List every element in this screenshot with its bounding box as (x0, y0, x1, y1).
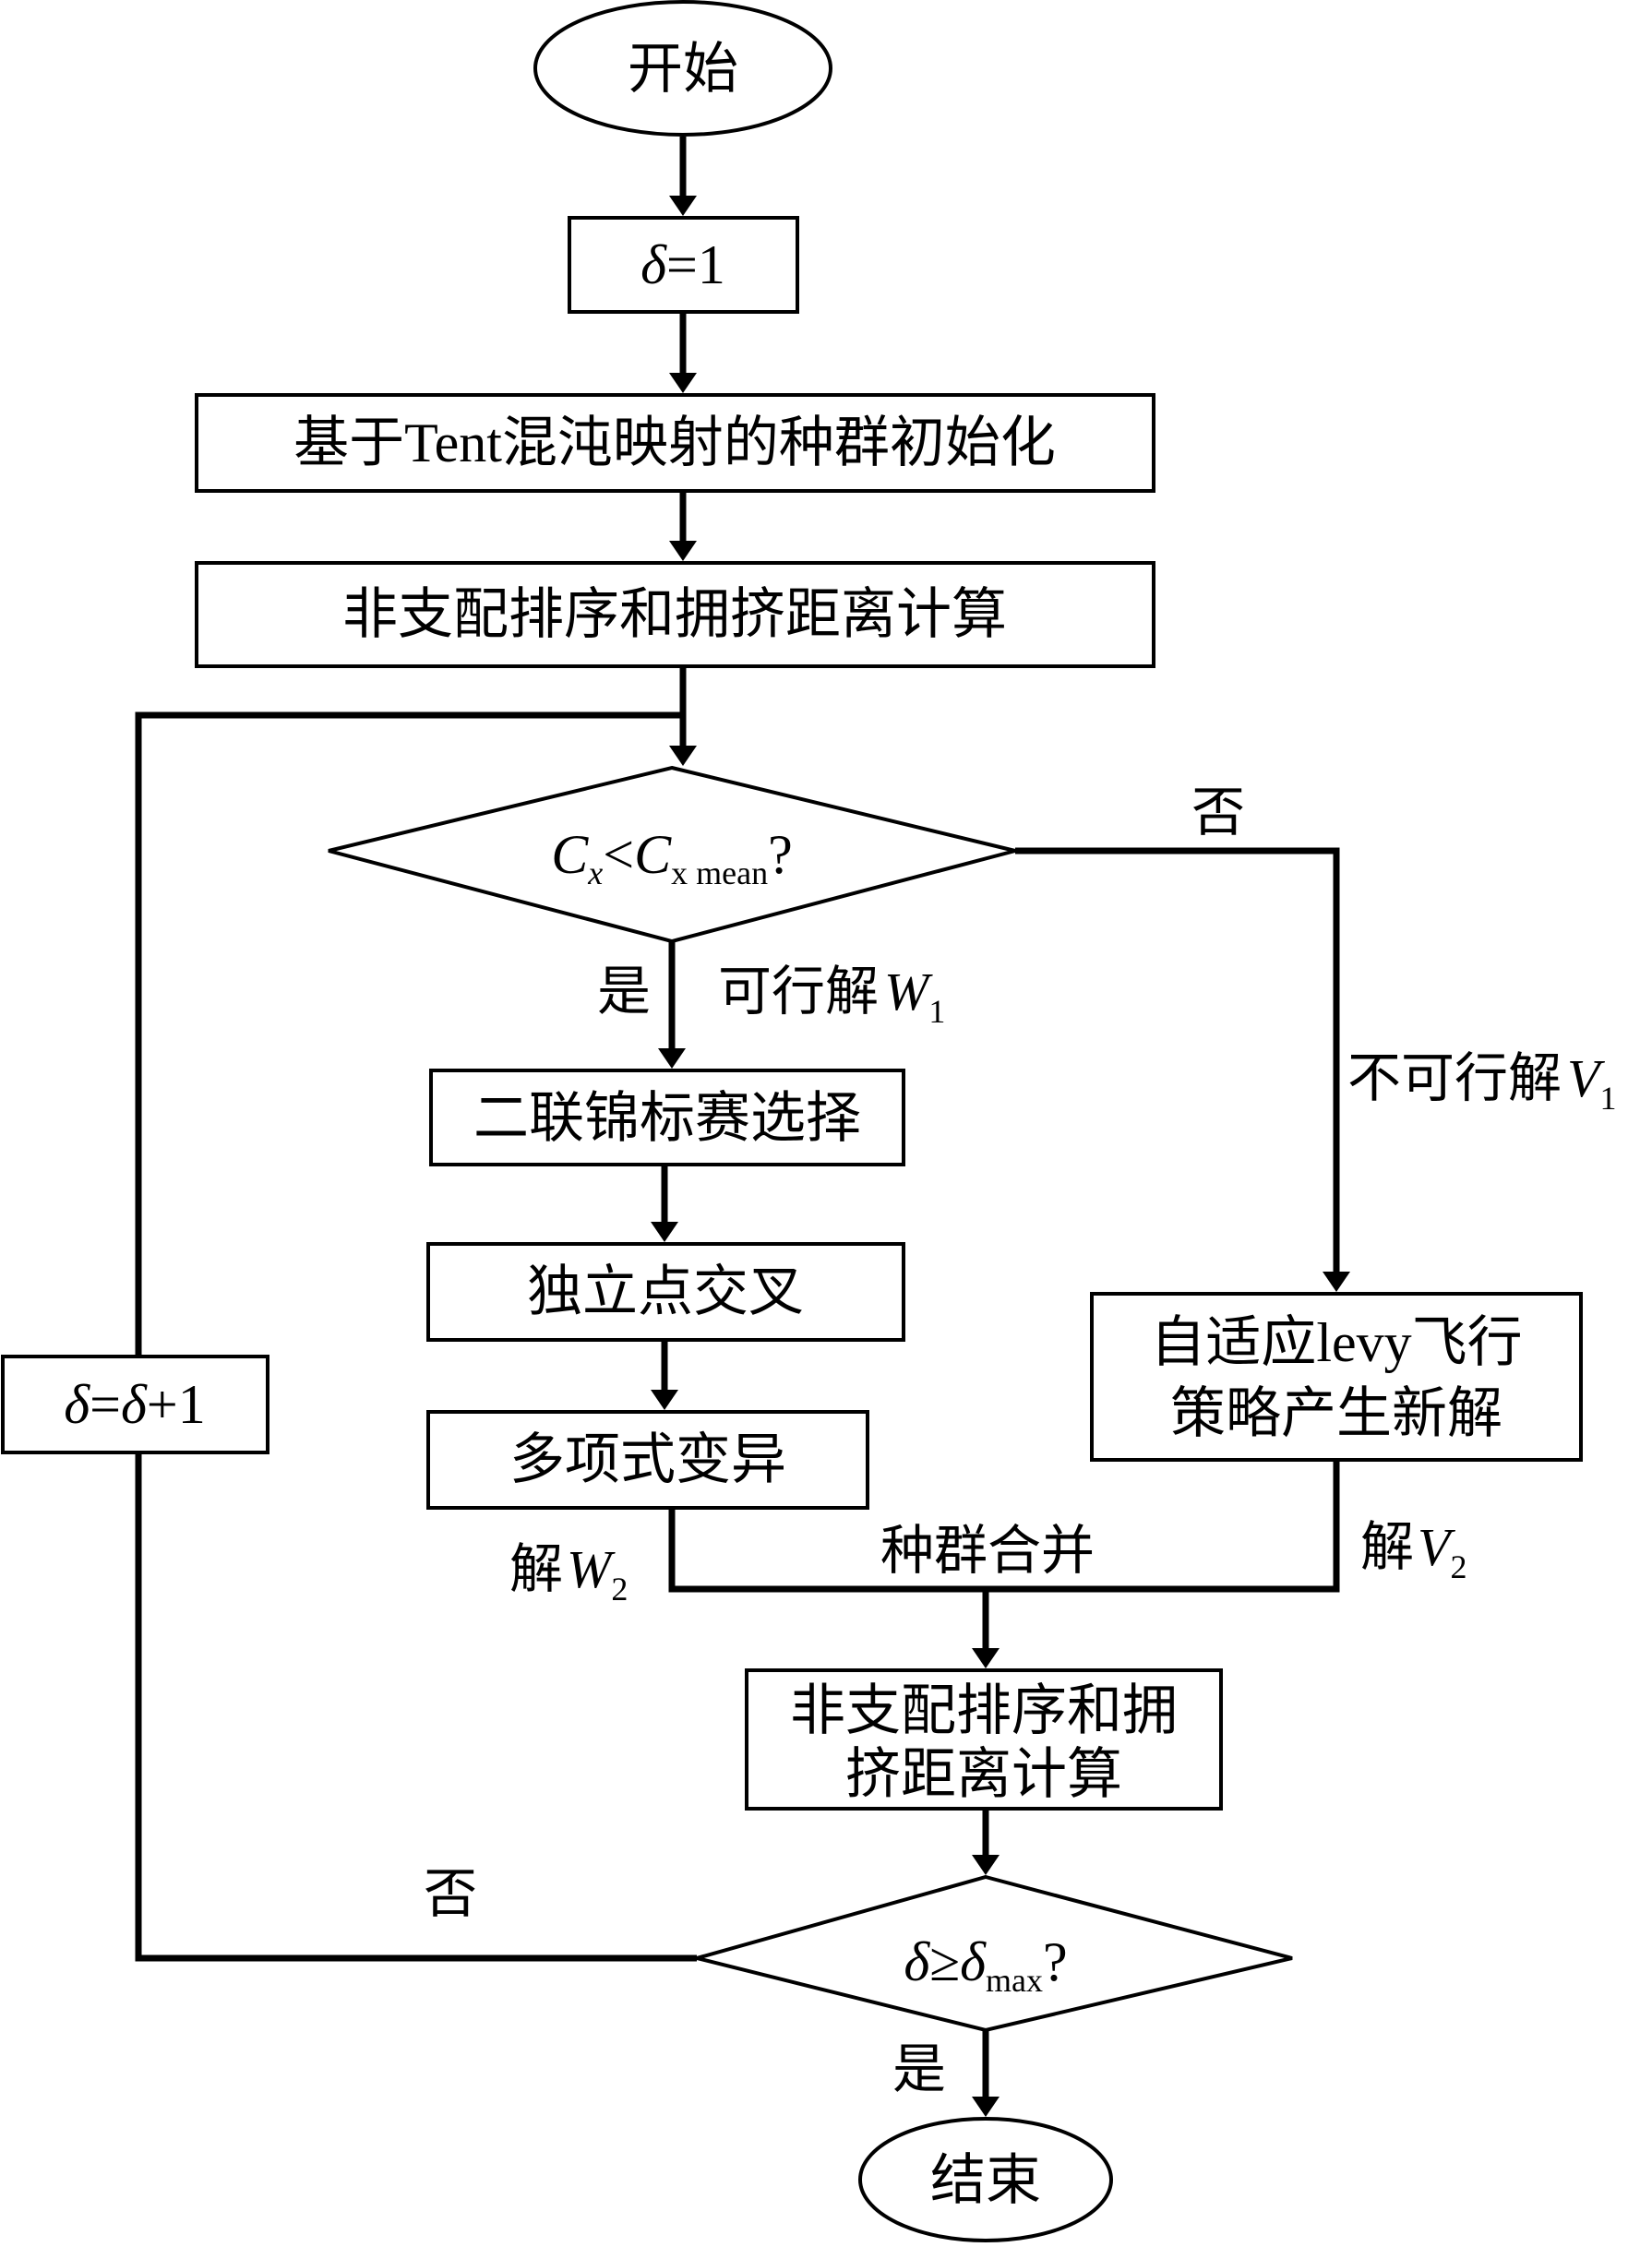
arrowhead (651, 1222, 678, 1242)
levy-node: 自适应levy飞行 策略产生新解 (1090, 1292, 1583, 1462)
arrowhead (972, 1855, 1000, 1875)
init-population-node: 基于Tent混沌映射的种群初始化 (195, 393, 1155, 493)
arrowhead (658, 1048, 686, 1069)
start-node: 开始 (533, 0, 832, 137)
arrowhead (669, 541, 697, 561)
arrowhead (669, 373, 697, 393)
levy-label-2: 策略产生新解 (1170, 1383, 1502, 1444)
init-delta-node: δ=1 (568, 216, 799, 314)
increment-label: δ=δ+1 (64, 1374, 205, 1435)
init-population-label: 基于Tent混沌映射的种群初始化 (293, 412, 1056, 473)
decision-node-1: Cx<Cx mean? (328, 765, 1016, 944)
edge-label-yes-bottom: 是 (892, 2039, 946, 2099)
mutation-node: 多项式变异 (426, 1410, 869, 1510)
arrowhead (669, 196, 697, 216)
edge-label-no-top: 否 (1191, 783, 1245, 843)
crossover-label: 独立点交叉 (527, 1261, 804, 1322)
init-delta-label: δ=1 (640, 234, 725, 295)
tournament-node: 二联锦标赛选择 (429, 1069, 905, 1166)
sort-node-1: 非支配排序和拥挤距离计算 (195, 561, 1155, 668)
edge-merge (668, 1460, 1340, 1593)
end-label: 结束 (930, 2150, 1041, 2211)
crossover-node: 独立点交叉 (426, 1242, 905, 1342)
edge-loop-back (135, 711, 697, 1962)
arrowhead (669, 746, 697, 766)
decision-label-1: Cx<Cx mean? (551, 824, 793, 891)
edge-label-no-bottom: 否 (424, 1864, 477, 1924)
edge-label-w2: 解W2 (509, 1539, 628, 1608)
tournament-label: 二联锦标赛选择 (473, 1088, 861, 1149)
edge-label-yes-top: 是 (597, 962, 651, 1022)
mutation-label: 多项式变异 (509, 1429, 786, 1490)
arrowhead (972, 2097, 1000, 2117)
edge-decision-no (1015, 847, 1340, 1281)
start-label: 开始 (628, 39, 738, 100)
sort-label-2b: 挤距离计算 (845, 1744, 1122, 1805)
arrowhead (972, 1648, 1000, 1668)
decision-node-2: δ≥δmax? (689, 1874, 1293, 2033)
sort-label-1: 非支配排序和拥挤距离计算 (342, 584, 1007, 645)
edge-label-v2: 解V2 (1360, 1517, 1466, 1585)
levy-label-1: 自适应levy飞行 (1150, 1312, 1522, 1373)
edge-label-merge: 种群合并 (880, 1521, 1095, 1581)
decision-label-2: δ≥δmax? (904, 1931, 1067, 1999)
sort-node-2: 非支配排序和拥 挤距离计算 (745, 1668, 1223, 1811)
arrowhead (1323, 1272, 1350, 1292)
connectors (135, 137, 1350, 2117)
end-node: 结束 (858, 2117, 1113, 2242)
sort-label-2a: 非支配排序和拥 (790, 1680, 1178, 1741)
arrowhead (651, 1390, 678, 1410)
increment-node: δ=δ+1 (1, 1355, 269, 1454)
